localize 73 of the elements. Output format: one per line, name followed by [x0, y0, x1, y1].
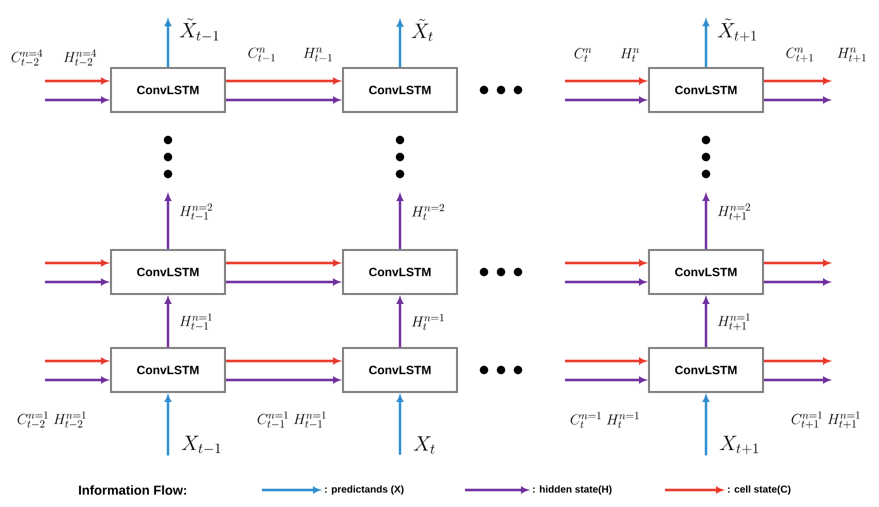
arrow	[226, 278, 340, 286]
arrow	[565, 78, 646, 84]
arrow	[702, 194, 710, 249]
edge-label: $H^{n=1}_{t+1}$	[718, 313, 750, 330]
arrow	[45, 376, 108, 384]
edge-label: $H^{n=2}_{t-1}$	[180, 203, 212, 220]
arrow	[396, 20, 404, 67]
process-box: ConvLSTM	[110, 347, 226, 393]
input-label: $X_{t}$	[414, 436, 435, 454]
arrow	[565, 358, 646, 364]
legend-text: : predictands (X)	[325, 485, 404, 495]
edge-label: $C^{n=1}_{t-2}\;H^{n=1}_{t-2}$	[18, 411, 86, 428]
process-box: ConvLSTM	[648, 67, 764, 113]
arrow	[764, 260, 830, 266]
input-label: $X_{t+1}$	[720, 436, 758, 454]
edge-label: $H^{n}_{t}$	[620, 48, 640, 62]
arrow	[396, 194, 404, 249]
edge-label: $H^{n=2}_{t+1}$	[718, 203, 750, 220]
arrow	[764, 96, 830, 104]
arrow	[164, 395, 172, 456]
arrow	[45, 358, 108, 364]
process-box: ConvLSTM	[110, 67, 226, 113]
arrow	[764, 78, 830, 84]
edge-label: $H^{n=1}_{t}$	[412, 314, 444, 330]
edge-label: $H^{n}_{t+1}$	[838, 48, 866, 62]
edge-label: $C^{n}_{t}$	[574, 48, 592, 62]
edge-label: $C^{n=1}_{t-1}\;H^{n=1}_{t-1}$	[258, 411, 326, 428]
edge-label: $C^{n}_{t-1}$	[248, 48, 275, 62]
legend-title: Information Flow:	[79, 485, 186, 495]
arrow	[764, 376, 830, 384]
process-box: ConvLSTM	[648, 347, 764, 393]
arrow	[565, 278, 646, 286]
legend-text: : hidden state(H)	[533, 485, 612, 495]
arrow	[164, 297, 172, 347]
arrow	[396, 297, 404, 347]
edge-label: $H^{n=1}_{t-1}$	[180, 313, 212, 330]
arrow	[702, 297, 710, 347]
process-box: ConvLSTM	[342, 347, 458, 393]
edge-label: $H^{n=2}_{t}$	[412, 204, 444, 220]
edge-label: $C^{n=4}_{t-2}$	[12, 49, 42, 66]
arrow	[45, 96, 108, 104]
process-box: ConvLSTM	[110, 249, 226, 295]
output-label: $\tilde{X}_{t-1}$	[180, 18, 218, 41]
arrow	[565, 376, 646, 384]
arrow	[45, 278, 108, 286]
process-box: ConvLSTM	[342, 67, 458, 113]
process-box: ConvLSTM	[342, 249, 458, 295]
arrow	[164, 20, 172, 67]
arrow	[702, 20, 710, 67]
process-box: ConvLSTM	[648, 249, 764, 295]
arrow	[764, 358, 830, 364]
edge-label: $C^{n=1}_{t+1}\;H^{n=1}_{t+1}$	[792, 411, 860, 428]
arrow	[226, 78, 340, 84]
arrow	[565, 260, 646, 266]
arrow	[164, 194, 172, 249]
arrow	[226, 358, 340, 364]
arrow	[45, 260, 108, 266]
arrow	[226, 96, 340, 104]
arrow	[45, 78, 108, 84]
edge-label: $H^{n}_{t-1}$	[304, 48, 332, 62]
arrow	[226, 260, 340, 266]
arrow	[702, 395, 710, 456]
input-label: $X_{t-1}$	[182, 436, 220, 454]
output-label: $\tilde{X}_{t}$	[412, 19, 433, 42]
arrow	[396, 395, 404, 455]
legend-text: : cell state(C)	[728, 485, 790, 495]
output-label: $\tilde{X}_{t+1}$	[718, 18, 756, 42]
arrow	[226, 376, 340, 384]
arrow	[565, 96, 646, 104]
edge-label: $H^{n=4}_{t-2}$	[64, 49, 96, 66]
edge-label: $C^{n=1}_{t}\;H^{n=1}_{t}$	[570, 412, 639, 428]
arrow	[764, 278, 830, 286]
edge-label: $C^{n}_{t+1}$	[786, 48, 813, 62]
